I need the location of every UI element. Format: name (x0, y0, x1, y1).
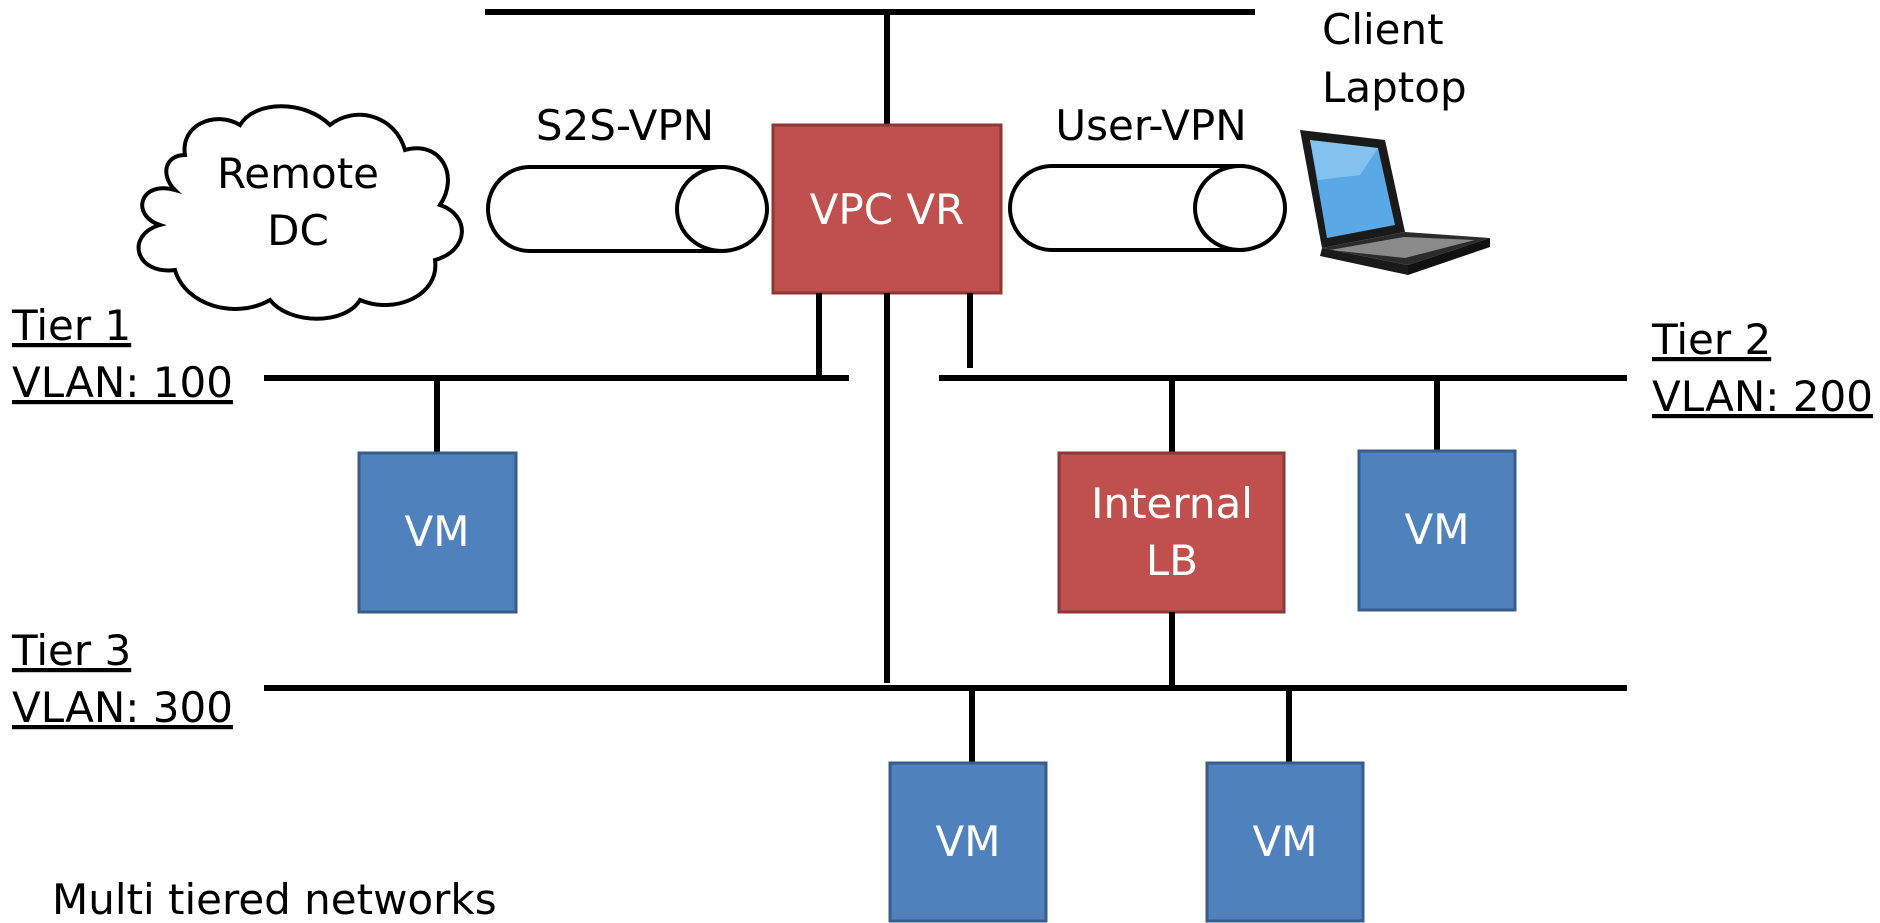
user-vpn-tunnel: User-VPN (1008, 101, 1287, 252)
tier1-name: Tier 1 (11, 301, 131, 350)
s2s-vpn-label: S2S-VPN (536, 101, 714, 150)
client-line2: Laptop (1322, 63, 1467, 112)
vm-label: VM (936, 817, 1001, 866)
client-laptop: Client Laptop (1300, 5, 1490, 275)
remote-dc-line1: Remote (217, 149, 379, 198)
vm-tier2: VM (1357, 449, 1517, 612)
lb-line1: Internal (1091, 479, 1253, 528)
vm-tier3-b: VM (1205, 761, 1365, 923)
diagram-caption: Multi tiered networks (52, 875, 497, 923)
vm-label: VM (405, 507, 470, 556)
tier2-vlan: VLAN: 200 (1652, 372, 1873, 421)
vm-tier3-a: VM (888, 761, 1048, 923)
s2s-vpn-tunnel: S2S-VPN (486, 101, 769, 253)
user-vpn-label: User-VPN (1055, 101, 1246, 150)
remote-dc-cloud: Remote DC (136, 104, 464, 321)
tier2-name: Tier 2 (1651, 315, 1771, 364)
vm-label: VM (1253, 817, 1318, 866)
router-label: VPC VR (810, 185, 965, 234)
vm-tier1: VM (357, 451, 518, 614)
cloud-icon (136, 104, 464, 321)
remote-dc-line2: DC (267, 206, 329, 255)
tier1-vlan: VLAN: 100 (12, 358, 233, 407)
internal-lb: Internal LB (1057, 451, 1286, 614)
tier3-name: Tier 3 (11, 626, 131, 675)
client-line1: Client (1322, 5, 1444, 54)
tier3-label: Tier 3 VLAN: 300 (11, 626, 233, 732)
tier1-label: Tier 1 VLAN: 100 (11, 301, 233, 407)
lb-line2: LB (1146, 536, 1198, 585)
tier3-vlan: VLAN: 300 (12, 683, 233, 732)
tier2-label: Tier 2 VLAN: 200 (1651, 315, 1873, 421)
vpc-router: VPC VR (771, 123, 1003, 295)
vm-label: VM (1405, 505, 1470, 554)
laptop-icon (1300, 130, 1490, 275)
